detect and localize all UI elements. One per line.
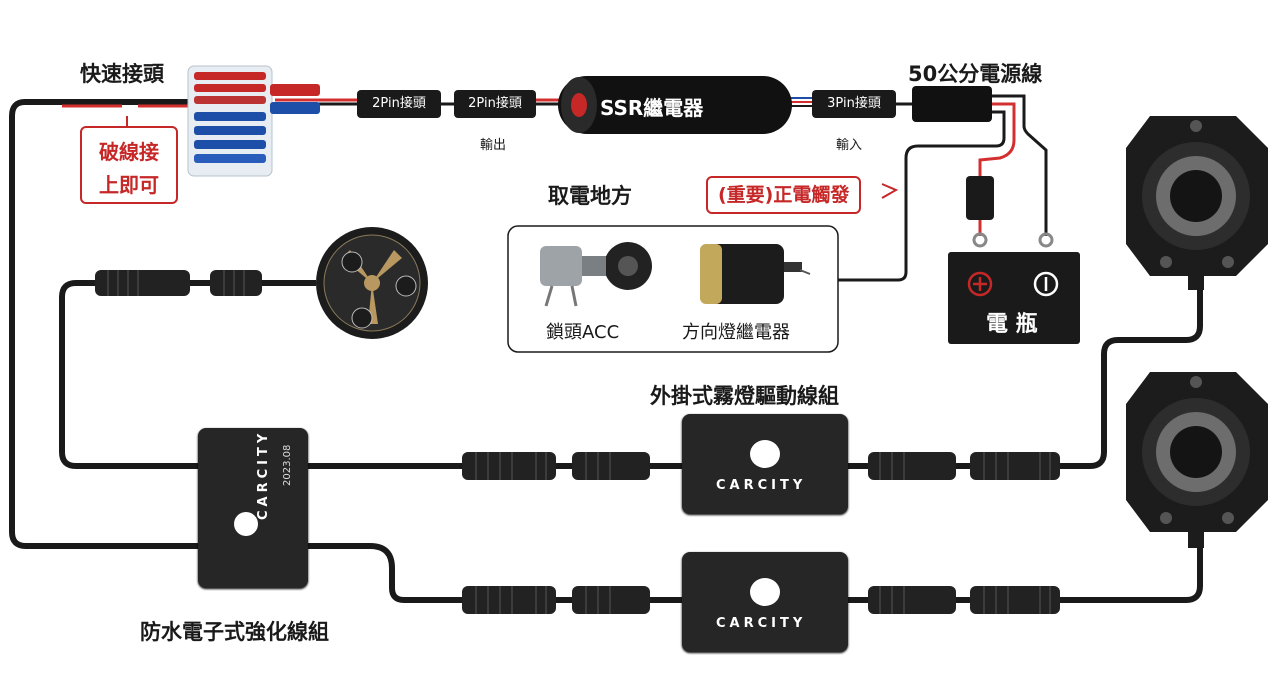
turn-relay-icon — [700, 244, 811, 304]
external-driver-label: 外掛式霧燈驅動線組 — [650, 384, 839, 408]
lock-acc-icon — [540, 242, 652, 307]
switch-plug-left — [95, 270, 190, 296]
power-cable-label: 50公分電源線 — [908, 62, 1043, 86]
input-label: 輸入 — [836, 138, 863, 153]
note-arrow — [881, 183, 899, 199]
driver-box-top: CARCITY — [682, 414, 848, 514]
ssr-label: SSR繼電器 — [600, 96, 704, 120]
turn-relay-label: 方向燈繼電器 — [682, 322, 790, 343]
trigger-wire — [838, 110, 1006, 282]
driver-top-brand: CARCITY — [716, 478, 807, 493]
pin2-connector-a: 2Pin接頭 — [357, 90, 441, 118]
driver-box-bottom: CARCITY — [682, 552, 848, 652]
plug-bottom-4 — [970, 586, 1060, 614]
power-cable-plug — [912, 86, 992, 122]
quick-connector-label: 快速接頭 — [80, 62, 164, 86]
neg-terminal-ring — [1038, 232, 1054, 248]
lamp-top-wire — [1060, 286, 1203, 469]
switch-harness-wire — [59, 280, 200, 469]
plug-top-ribs — [475, 452, 1051, 480]
wire-tap-note-line1: 破線接 — [99, 140, 159, 164]
harness-brand: CARCITY — [256, 429, 271, 520]
lamp-bottom-wire — [1060, 548, 1203, 603]
plug-top-3 — [868, 452, 956, 480]
lock-acc-label: 鎖頭ACC — [546, 322, 620, 343]
waterproof-harness-box: CARCITY 2023.08 — [198, 428, 308, 588]
plug-bottom-3 — [868, 586, 956, 614]
fog-icon — [351, 307, 373, 329]
battery-neg-wire — [990, 94, 1048, 236]
output-label: 輸出 — [480, 138, 507, 153]
switch-plug-right — [210, 270, 262, 296]
plug-bottom-1 — [462, 586, 556, 614]
plug-top-1 — [462, 452, 556, 480]
plug-bottom-2 — [572, 586, 650, 614]
fog-lamp-top — [1126, 116, 1268, 276]
power-source-title: 取電地方 — [548, 184, 632, 208]
plug-top-2 — [572, 452, 650, 480]
fog-lamp-bottom — [1126, 372, 1268, 532]
harness-out-bottom — [308, 543, 470, 603]
battery-plus-icon — [967, 271, 993, 297]
harness-date-code: 2023.08 — [282, 444, 293, 486]
lamp-top-mount — [1188, 276, 1204, 290]
battery-plus-mark — [973, 277, 987, 291]
lamp-bottom-mount — [1188, 532, 1204, 548]
low-beam-icon — [341, 251, 363, 273]
wire-tap-note: 破線接 上即可 — [80, 126, 178, 204]
battery-minus-icon — [1033, 271, 1059, 297]
pin2-connector-b: 2Pin接頭 — [454, 90, 536, 118]
driver-bottom-brand: CARCITY — [716, 616, 807, 631]
power-icon — [395, 275, 417, 297]
battery-pos-wire — [978, 102, 1016, 176]
quick-connector-block — [187, 65, 320, 177]
fuse-holder — [966, 176, 994, 220]
pos-terminal-ring — [972, 232, 988, 248]
battery-label: 電 瓶 — [986, 312, 1038, 337]
plug-top-4 — [970, 452, 1060, 480]
battery-body — [948, 252, 1080, 344]
driver-bottom-logo-icon — [750, 578, 780, 606]
harness-logo-icon — [234, 512, 258, 536]
plug-bottom-ribs — [475, 586, 1051, 614]
driver-top-logo-icon — [750, 440, 780, 468]
waterproof-harness-label: 防水電子式強化線組 — [140, 620, 329, 644]
important-note: (重要)正電觸發 — [706, 176, 862, 214]
ssr-relay-body — [558, 76, 792, 134]
pin3-connector: 3Pin接頭 — [812, 90, 896, 118]
wire-tap-note-line2: 上即可 — [99, 173, 159, 197]
switch-plug-ribs — [107, 270, 245, 296]
main-ground-wire — [9, 99, 200, 549]
